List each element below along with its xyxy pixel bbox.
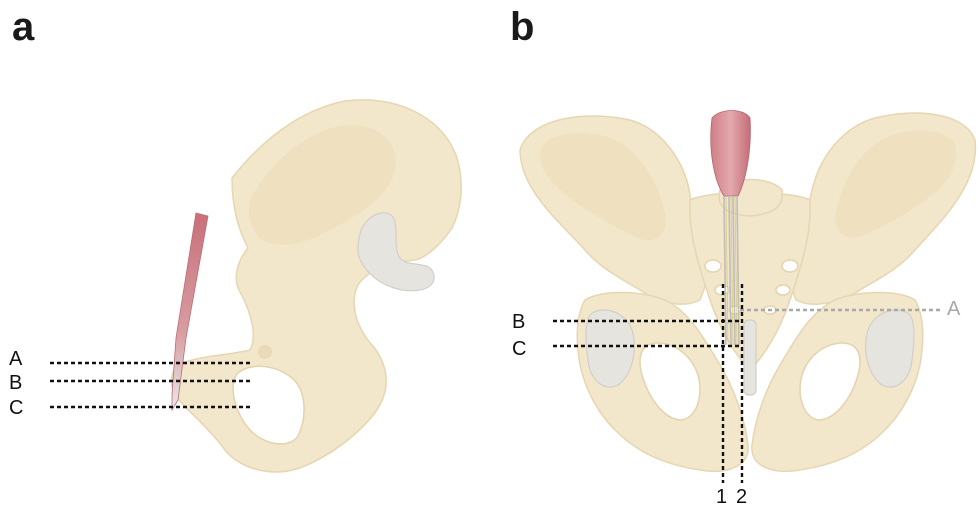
sacral-foramen-2 <box>782 260 798 272</box>
panel-b-letter: b <box>510 5 534 49</box>
level-a-label-A: A <box>9 348 23 370</box>
level-a-label-B: B <box>9 372 22 394</box>
level-b-label-C: C <box>512 338 526 360</box>
panel-a-letter: a <box>12 5 35 49</box>
panel-b: b <box>510 5 975 507</box>
level-a-label-C: C <box>9 397 23 419</box>
pubic-symphysis <box>744 320 756 395</box>
sacral-foramen-1 <box>705 260 721 272</box>
level-b-label-A: A <box>947 298 961 320</box>
column-label-2: 2 <box>736 486 747 507</box>
right-acetabulum <box>866 310 914 387</box>
column-label-1: 1 <box>716 486 727 507</box>
level-b-label-B: B <box>512 311 525 333</box>
sacral-foramen-4 <box>776 285 790 295</box>
pelvis-anterior-illustration <box>520 113 975 471</box>
ischial-spine <box>258 345 272 359</box>
hip-bone-lateral-illustration <box>172 100 462 472</box>
panel-a: a A B C <box>9 5 461 472</box>
